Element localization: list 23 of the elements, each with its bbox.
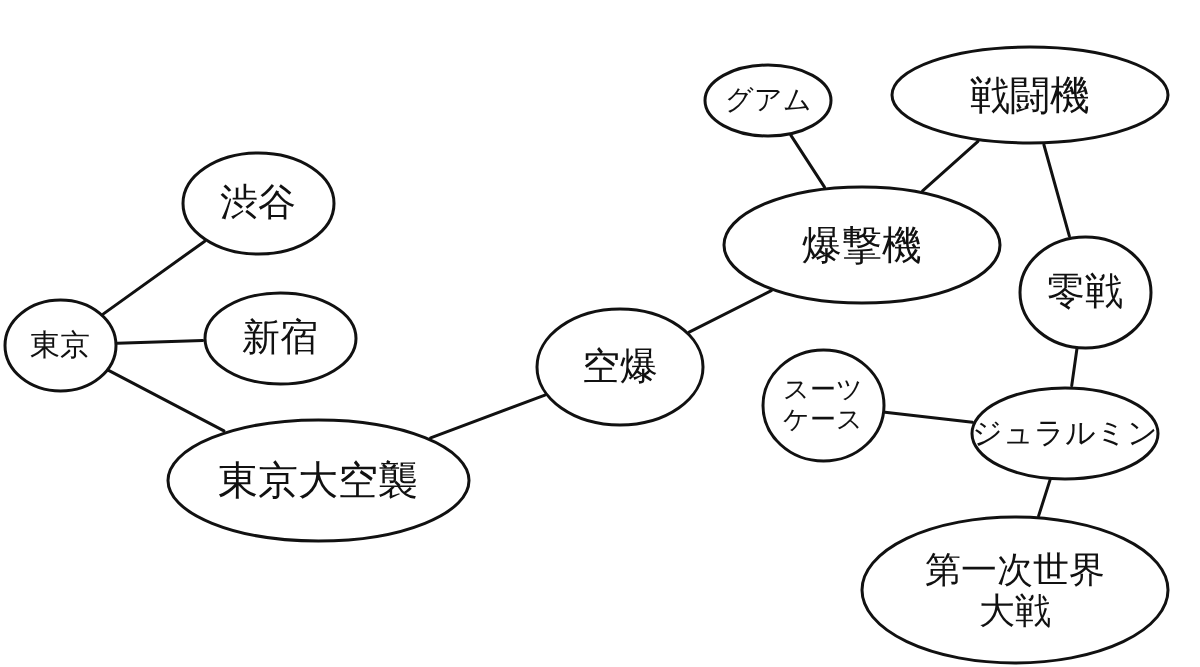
bubble-node: 零戦	[1017, 234, 1153, 350]
bubble-node: 新宿	[202, 290, 358, 386]
connector-line	[789, 133, 826, 189]
connector-line	[107, 368, 226, 433]
bubble-node: スーツケース	[760, 347, 886, 463]
bubble-node: 戦闘機	[890, 45, 1170, 145]
connector-line	[101, 239, 207, 316]
connector-line	[1037, 478, 1052, 518]
connector-line	[115, 338, 205, 345]
connector-line	[687, 289, 773, 334]
bubble-node: 東京	[2, 297, 118, 393]
connector-line	[1070, 347, 1079, 388]
bubble-node: グアム	[703, 62, 833, 138]
connector-line	[883, 410, 974, 424]
bubble-node: 東京大空襲	[165, 417, 471, 543]
bubble-node: 渋谷	[180, 150, 336, 256]
connector-line	[921, 139, 980, 193]
bubble-node: 第一次世界大戦	[860, 515, 1170, 665]
bubble-node: 空爆	[535, 307, 705, 427]
connector-line	[1042, 143, 1071, 238]
bubble-node: ジュラルミン	[970, 385, 1160, 481]
connector-line	[429, 393, 547, 440]
bubble-node: 爆撃機	[722, 185, 1002, 305]
